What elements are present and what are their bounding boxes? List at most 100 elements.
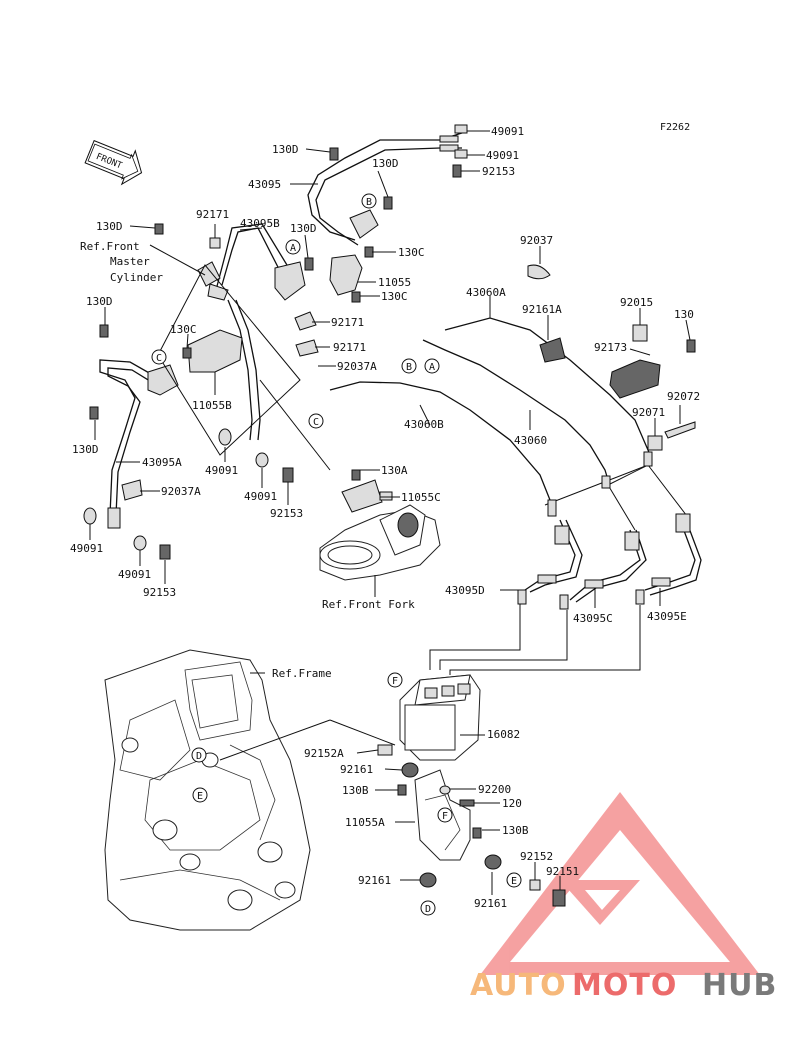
label-92161: 92161: [474, 897, 507, 910]
ref-circle-f2: F: [437, 807, 453, 823]
label-16082: 16082: [487, 728, 520, 741]
label-120: 120: [502, 797, 522, 810]
label-92037a: 92037A: [337, 360, 377, 373]
hose-43095: [307, 131, 466, 246]
ref-circle-c1: C: [151, 349, 167, 365]
label-49091: 49091: [70, 542, 103, 555]
label-130b: 130B: [342, 784, 369, 797]
svg-text:D: D: [425, 904, 431, 915]
label-130c: 130C: [381, 290, 408, 303]
watermark-logo-triangle: [480, 792, 760, 975]
label-43095a: 43095A: [142, 456, 182, 469]
label-43060b: 43060B: [404, 418, 444, 431]
front-direction-arrow: FRONT: [84, 139, 143, 186]
label-92171: 92171: [333, 341, 366, 354]
label-49091: 49091: [486, 149, 519, 162]
svg-text:F: F: [392, 676, 398, 687]
label-92173: 92173: [594, 341, 627, 354]
label-92171: 92171: [331, 316, 364, 329]
fasteners: [83, 124, 696, 907]
vehicle-frame: [104, 649, 396, 931]
label-43060: 43060: [514, 434, 547, 447]
watermark-auto: AUTO: [470, 968, 567, 1003]
ref-circle-b1: B: [361, 193, 377, 209]
ref-circle-e1: E: [192, 787, 208, 803]
svg-text:A: A: [290, 243, 296, 254]
ref-circle-e2: E: [506, 872, 522, 888]
svg-text:F: F: [442, 811, 448, 822]
label-11055: 11055: [378, 276, 411, 289]
figure-code: F2262: [660, 122, 690, 133]
ref-circle-a1: A: [285, 239, 301, 255]
svg-text:E: E: [511, 876, 517, 887]
svg-text:B: B: [406, 362, 412, 373]
ref-circle-c2: C: [308, 413, 324, 429]
label-92072: 92072: [667, 390, 700, 403]
label-43060a: 43060A: [466, 286, 506, 299]
label-92015: 92015: [620, 296, 653, 309]
label-92152: 92152: [520, 850, 553, 863]
label-43095d: 43095D: [445, 584, 485, 597]
hose-master-to-fork: [227, 299, 261, 441]
label-11055b: 11055B: [192, 399, 232, 412]
label-ref-frame: Ref.Frame: [272, 667, 332, 680]
label-49091: 49091: [118, 568, 151, 581]
brake-pipes: [329, 317, 691, 531]
label-92161: 92161: [340, 763, 373, 776]
svg-text:C: C: [313, 417, 319, 428]
label-92037: 92037: [520, 234, 553, 247]
label-92153: 92153: [270, 507, 303, 520]
label-130d: 130D: [272, 143, 299, 156]
label-43095c: 43095C: [573, 612, 613, 625]
label-ref-master-2: Master: [110, 255, 150, 268]
label-92161a: 92161A: [522, 303, 562, 316]
bracket-11055: [274, 209, 379, 301]
label-49091: 49091: [491, 125, 524, 138]
label-92161: 92161: [358, 874, 391, 887]
svg-text:E: E: [197, 791, 203, 802]
watermark-moto: MOTO: [572, 968, 677, 1003]
svg-text:B: B: [366, 197, 372, 208]
label-11055a: 11055A: [345, 816, 385, 829]
label-130b: 130B: [502, 824, 529, 837]
label-92152a: 92152A: [304, 747, 344, 760]
label-43095e: 43095E: [647, 610, 687, 623]
label-92153: 92153: [482, 165, 515, 178]
label-92037a: 92037A: [161, 485, 201, 498]
label-49091: 49091: [244, 490, 277, 503]
ref-circle-d1: D: [191, 747, 207, 763]
label-92171: 92171: [196, 208, 229, 221]
label-92151: 92151: [546, 865, 579, 878]
leader-lines: [89, 130, 691, 895]
label-130d: 130D: [72, 443, 99, 456]
label-92153: 92153: [143, 586, 176, 599]
hoses-43095d-c-e: [524, 513, 702, 603]
label-130d: 130D: [96, 220, 123, 233]
label-ref-master-3: Cylinder: [110, 271, 163, 284]
label-43095b: 43095B: [240, 217, 280, 230]
label-130d: 130D: [86, 295, 113, 308]
label-92200: 92200: [478, 783, 511, 796]
label-130d: 130D: [372, 157, 399, 170]
label-130: 130: [674, 308, 694, 321]
front-fork-caliper: [319, 479, 441, 581]
ref-circle-a2: A: [424, 358, 440, 374]
hose-43095b: [215, 223, 291, 291]
ref-circle-b2: B: [401, 358, 417, 374]
label-43095: 43095: [248, 178, 281, 191]
label-ref-master-1: Ref.Front: [80, 240, 140, 253]
svg-text:A: A: [429, 362, 435, 373]
label-130d: 130D: [290, 222, 317, 235]
watermark-logo-text: AUTO MOTO HUB: [470, 968, 776, 1003]
svg-text:C: C: [156, 353, 162, 364]
label-49091: 49091: [205, 464, 238, 477]
label-11055c: 11055C: [401, 491, 441, 504]
svg-text:D: D: [196, 751, 202, 762]
label-130c: 130C: [170, 323, 197, 336]
label-92071: 92071: [632, 406, 665, 419]
abs-unit-16082: [399, 674, 481, 761]
callout-lines: [149, 244, 331, 471]
abs-connection-lines: [429, 600, 641, 675]
